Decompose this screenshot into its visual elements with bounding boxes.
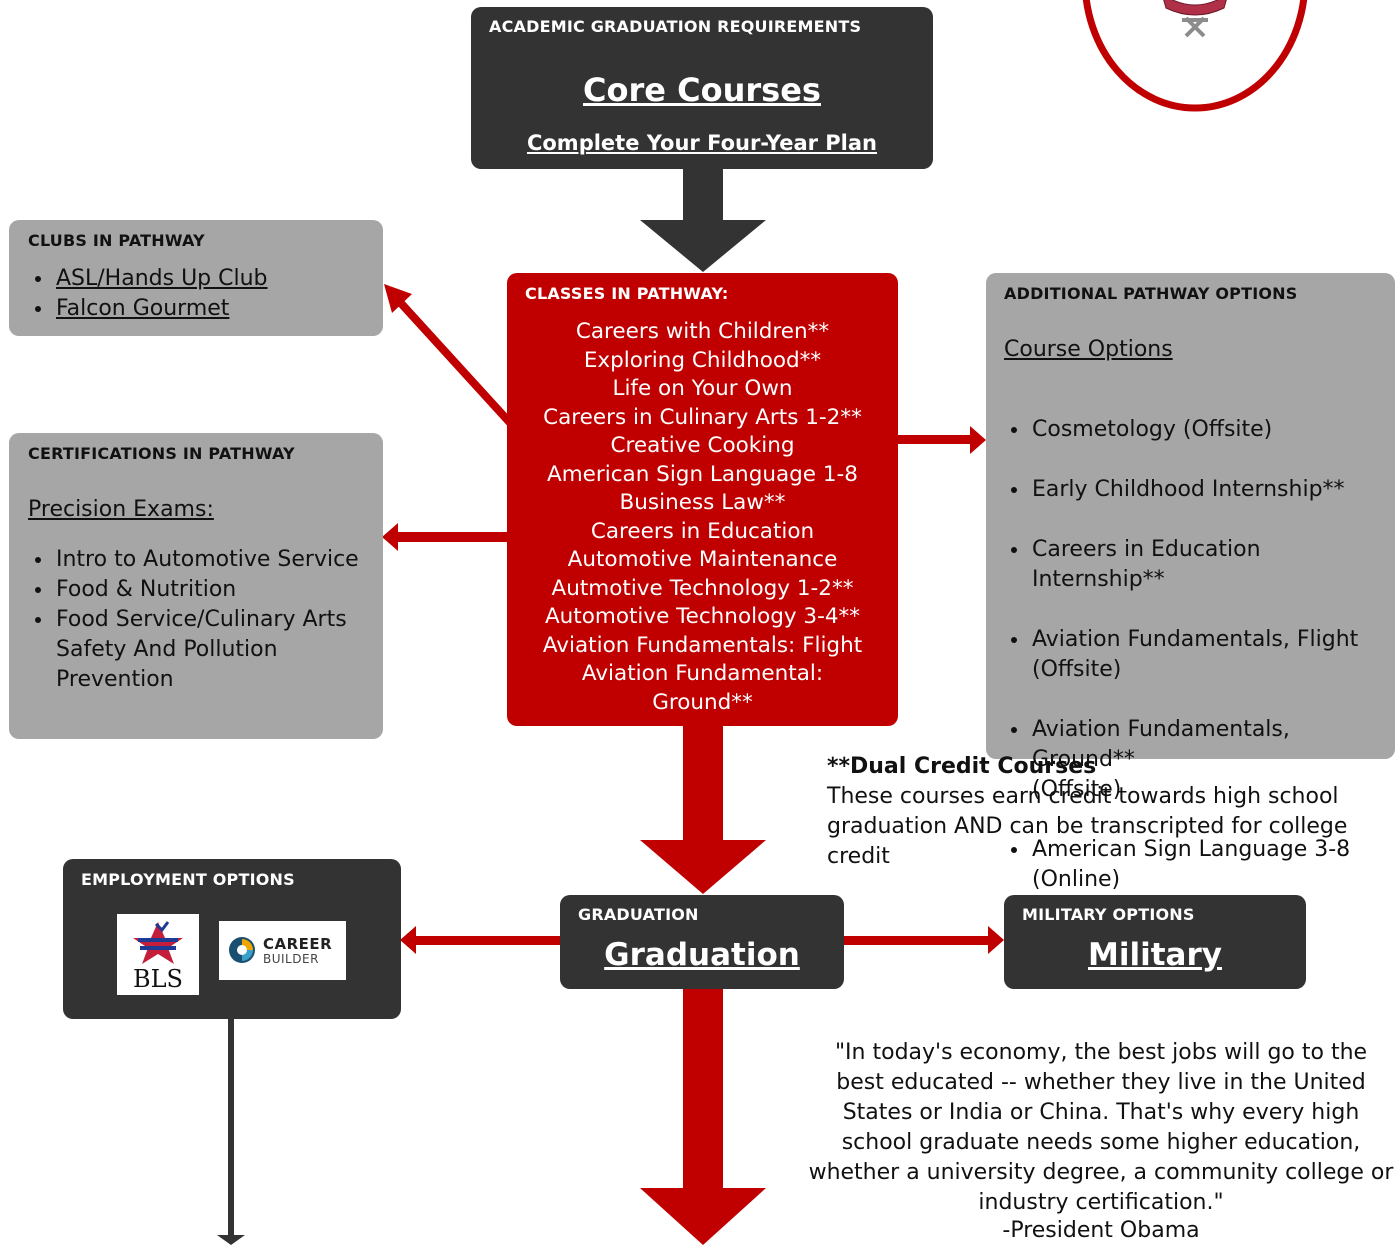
club-link-asl[interactable]: ASL/Hands Up Club bbox=[56, 266, 268, 291]
additional-options-box: ADDITIONAL PATHWAY OPTIONS Course Option… bbox=[986, 273, 1395, 952]
military-header: MILITARY OPTIONS bbox=[1022, 905, 1195, 924]
dual-credit-note: **Dual Credit Courses These courses earn… bbox=[827, 752, 1387, 872]
precision-exams-label: Precision Exams: bbox=[28, 497, 214, 522]
certifications-box: CERTIFICATIONS IN PATHWAY Precision Exam… bbox=[9, 433, 383, 739]
careerbuilder-logo[interactable]: CAREER BUILDER bbox=[219, 921, 346, 980]
obama-quote: "In today's economy, the best jobs will … bbox=[808, 1038, 1394, 1244]
class-item: Aviation Fundamentals: Flight bbox=[542, 632, 863, 658]
arrow-core-to-classes bbox=[640, 168, 766, 272]
class-item: Automotive Maintenance bbox=[567, 547, 838, 572]
class-item: Creative Cooking bbox=[610, 433, 795, 458]
class-item: American Sign Language 1-8 bbox=[547, 461, 858, 487]
additional-item: Aviation Fundamentals, Flight (Offsite) bbox=[1030, 625, 1400, 685]
clubs-box: CLUBS IN PATHWAY ASL/Hands Up Club Falco… bbox=[9, 220, 383, 336]
club-item[interactable]: ASL/Hands Up Club bbox=[54, 264, 268, 294]
classes-header: CLASSES IN PATHWAY: bbox=[525, 284, 729, 303]
careerbuilder-line1: CAREER bbox=[263, 935, 333, 953]
class-item: Autmotive Technology 1-2** bbox=[551, 575, 854, 601]
core-courses-link[interactable]: Core Courses bbox=[583, 71, 821, 109]
certifications-header: CERTIFICATIONS IN PATHWAY bbox=[28, 444, 295, 463]
graduation-header: GRADUATION bbox=[578, 905, 699, 924]
clubs-header: CLUBS IN PATHWAY bbox=[28, 231, 205, 250]
additional-item: Aviation Fundamentals, Ground** (Offsite… bbox=[1030, 715, 1322, 805]
class-item: Careers in Education bbox=[590, 518, 815, 544]
school-logo bbox=[1082, 0, 1308, 112]
course-options-label: Course Options bbox=[1004, 337, 1173, 362]
dual-credit-title: **Dual Credit Courses bbox=[827, 754, 1097, 779]
quote-author: -President Obama bbox=[1002, 1218, 1200, 1243]
arrow-to-employment bbox=[400, 926, 562, 954]
four-year-plan-link[interactable]: Complete Your Four-Year Plan bbox=[526, 131, 878, 155]
quote-text: "In today's economy, the best jobs will … bbox=[808, 1040, 1394, 1215]
careerbuilder-icon bbox=[229, 937, 255, 963]
arrow-to-clubs bbox=[384, 284, 515, 428]
arrow-to-certifications bbox=[382, 523, 508, 551]
academic-header: ACADEMIC GRADUATION REQUIREMENTS bbox=[489, 17, 862, 36]
military-box: MILITARY OPTIONS Military bbox=[1004, 895, 1306, 989]
additional-item: Early Childhood Internship** bbox=[1030, 475, 1400, 505]
arrow-employment-down bbox=[217, 1018, 245, 1245]
classes-list: Careers with Children** Exploring Childh… bbox=[507, 318, 898, 717]
club-link-falcon-gourmet[interactable]: Falcon Gourmet bbox=[56, 296, 230, 321]
arrow-graduation-down bbox=[640, 988, 766, 1245]
additional-header: ADDITIONAL PATHWAY OPTIONS bbox=[1004, 284, 1298, 303]
academic-requirements-box: ACADEMIC GRADUATION REQUIREMENTS Core Co… bbox=[471, 7, 933, 169]
class-item: Aviation Fundamental: bbox=[581, 661, 824, 686]
class-item: Automotive Technology 3-4** bbox=[544, 604, 861, 629]
certification-item: Food Service/Culinary Arts Safety And Po… bbox=[54, 605, 384, 695]
graduation-link[interactable]: Graduation bbox=[604, 937, 800, 973]
careerbuilder-line2: BUILDER bbox=[263, 952, 319, 966]
classes-box: CLASSES IN PATHWAY: Careers with Childre… bbox=[507, 273, 898, 726]
class-item: Careers in Culinary Arts 1-2** bbox=[543, 404, 862, 430]
certifications-list: Intro to Automotive Service Food & Nutri… bbox=[28, 545, 384, 695]
additional-list: Cosmetology (Offsite) Early Childhood In… bbox=[1004, 385, 1400, 985]
additional-item: Careers in Education Internship** bbox=[1030, 535, 1282, 595]
arrow-classes-to-graduation bbox=[640, 724, 766, 894]
bls-star-icon bbox=[133, 921, 183, 964]
class-item: Ground** bbox=[652, 689, 753, 715]
military-link[interactable]: Military bbox=[1088, 937, 1222, 973]
additional-item: American Sign Language 3-8 (Online) bbox=[1030, 835, 1400, 895]
dual-credit-text: These courses earn credit towards high s… bbox=[827, 784, 1348, 869]
certification-item: Food & Nutrition bbox=[54, 575, 384, 605]
club-item[interactable]: Falcon Gourmet bbox=[54, 294, 268, 324]
class-item: Business Law** bbox=[619, 490, 786, 515]
employment-box: EMPLOYMENT OPTIONS BLS CAREER BUILDER bbox=[63, 859, 401, 1019]
bls-label: BLS bbox=[132, 965, 183, 993]
certification-item: Intro to Automotive Service bbox=[54, 545, 384, 575]
class-item: Careers with Children** bbox=[575, 319, 830, 344]
bls-logo[interactable]: BLS bbox=[117, 914, 199, 995]
clubs-list: ASL/Hands Up Club Falcon Gourmet bbox=[28, 264, 268, 324]
arrow-to-military bbox=[844, 926, 1004, 954]
arrow-to-additional bbox=[898, 426, 986, 454]
graduation-box: GRADUATION Graduation bbox=[560, 895, 844, 989]
class-item: Exploring Childhood** bbox=[583, 347, 822, 373]
additional-item: Cosmetology (Offsite) bbox=[1030, 415, 1400, 445]
class-item: Life on Your Own bbox=[612, 376, 793, 401]
employment-header: EMPLOYMENT OPTIONS bbox=[81, 870, 295, 889]
